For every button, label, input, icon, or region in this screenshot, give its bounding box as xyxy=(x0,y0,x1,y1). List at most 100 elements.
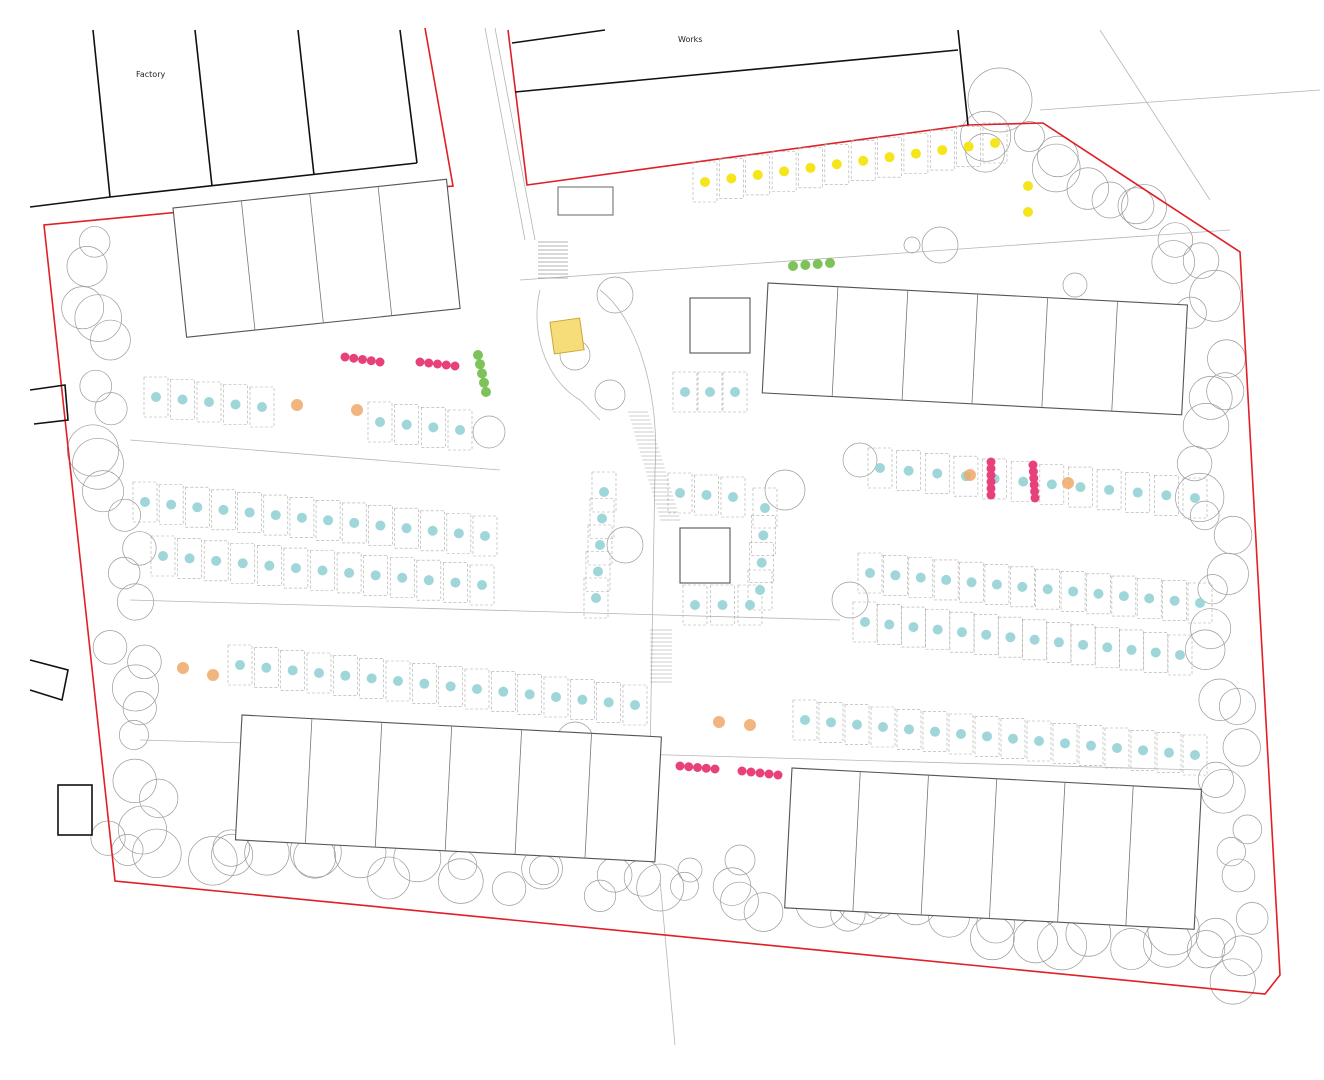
parking-space xyxy=(366,673,377,684)
bike-stand xyxy=(366,356,376,366)
parking-space xyxy=(1008,733,1018,744)
parking-bay xyxy=(363,555,388,596)
parking-space xyxy=(1132,487,1143,498)
parking-bay xyxy=(929,129,955,171)
parking-space xyxy=(218,504,229,515)
parking-space xyxy=(884,619,895,630)
parking-bay xyxy=(694,474,719,516)
tree xyxy=(1117,187,1155,225)
party-wall xyxy=(1111,301,1118,412)
tree xyxy=(1221,935,1263,977)
green-marker xyxy=(473,350,483,360)
parking-bay xyxy=(1167,634,1193,676)
parking-space xyxy=(1078,639,1089,650)
parking-space xyxy=(680,387,690,397)
parking-bay xyxy=(974,716,1000,757)
parking-bay xyxy=(310,550,335,591)
tree xyxy=(132,828,182,879)
parking-space xyxy=(317,565,328,576)
parking-bay xyxy=(336,552,362,594)
parking-space xyxy=(211,555,222,566)
tree xyxy=(594,379,626,411)
yellow-marker xyxy=(805,162,816,173)
footpaths-layer xyxy=(129,27,1321,1046)
footpath xyxy=(659,29,1321,1046)
parking-bay xyxy=(464,668,490,710)
housing-block xyxy=(234,714,663,863)
parking-bay xyxy=(751,515,776,556)
parking-space xyxy=(151,392,161,402)
parking-space xyxy=(903,465,914,476)
parking-bay xyxy=(903,133,929,174)
parking-bay xyxy=(596,682,621,723)
tree xyxy=(1037,135,1079,178)
parking-bay xyxy=(341,502,367,544)
tree xyxy=(1189,269,1242,322)
parking-space xyxy=(701,490,712,500)
parking-space xyxy=(595,540,605,550)
parking-space xyxy=(1017,581,1028,592)
parking-bay xyxy=(844,704,870,745)
parking-space xyxy=(480,531,490,541)
parking-space xyxy=(477,580,487,590)
tree xyxy=(107,556,141,590)
tree xyxy=(1213,515,1253,555)
parking-bay xyxy=(177,538,202,579)
parking-space xyxy=(956,729,966,739)
tree xyxy=(623,859,662,897)
tree xyxy=(79,369,113,403)
parking-bay xyxy=(306,652,332,694)
parking-space xyxy=(340,670,351,681)
parking-bay xyxy=(973,614,999,655)
parking-space xyxy=(158,551,168,561)
tree xyxy=(960,110,1012,162)
parking-bay xyxy=(1119,629,1144,671)
parking-bay xyxy=(469,564,495,606)
parking-bay xyxy=(877,136,902,178)
parking-bay xyxy=(1060,571,1086,612)
parking-space xyxy=(257,402,267,412)
tree xyxy=(1121,184,1167,230)
party-wall xyxy=(1041,297,1049,408)
parking-space xyxy=(1075,482,1086,493)
tree xyxy=(1221,858,1256,893)
tree xyxy=(1197,761,1234,798)
party-wall xyxy=(309,193,324,323)
parking-bay xyxy=(446,513,472,554)
parking-space xyxy=(450,577,461,588)
tree xyxy=(1206,372,1245,411)
parking-space xyxy=(745,600,755,610)
parking-bay xyxy=(982,122,1008,164)
parking-space xyxy=(730,387,740,397)
tree xyxy=(1182,403,1230,450)
tree xyxy=(1189,500,1220,531)
parking-space xyxy=(675,488,685,498)
parking-bay xyxy=(672,371,698,413)
parking-space xyxy=(930,726,940,737)
parking-bay xyxy=(896,709,922,750)
parking-bay xyxy=(867,447,893,489)
parking-bay xyxy=(491,671,516,712)
parking-space xyxy=(865,568,875,578)
parking-bay xyxy=(143,376,169,418)
parking-space xyxy=(244,507,255,518)
tree xyxy=(108,498,141,532)
parking-bay xyxy=(1187,582,1213,624)
parking-bay xyxy=(749,542,774,583)
parking-bay xyxy=(752,487,778,529)
bike-stand xyxy=(415,357,425,367)
play-area xyxy=(549,317,585,355)
parking-bay xyxy=(1182,734,1208,776)
parking-space xyxy=(1150,647,1161,658)
parking-space xyxy=(756,557,767,568)
tree xyxy=(1207,339,1246,378)
parking-bay xyxy=(583,577,609,619)
parking-space xyxy=(323,515,334,526)
tree xyxy=(1091,181,1129,219)
parking-bay xyxy=(1130,730,1156,771)
parking-space xyxy=(1161,490,1172,501)
party-wall xyxy=(920,775,929,915)
block-outline xyxy=(679,527,731,584)
parking-space xyxy=(401,419,412,430)
tree xyxy=(1014,121,1045,152)
